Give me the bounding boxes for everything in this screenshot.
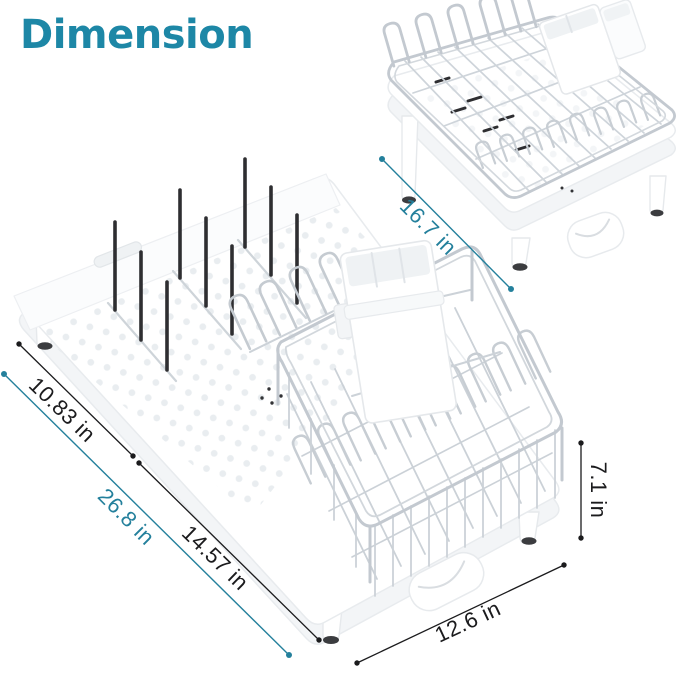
dim-line-small-rack-length [379, 156, 514, 292]
dim-endpoint-dot [561, 562, 567, 568]
small-drain-spout [566, 211, 625, 259]
small-utensil-cup [538, 0, 646, 95]
dim-endpoint-dot [16, 341, 22, 347]
dim-endpoint-dot [379, 156, 385, 162]
dim-line-height [578, 440, 584, 541]
main-drain-spout [408, 551, 485, 612]
main-basket-wall-wires [288, 372, 556, 597]
main-tray-dimples [40, 208, 424, 516]
main-tray-lip [13, 173, 341, 331]
dimension-lines [1, 156, 584, 666]
dim-line-total-length [1, 371, 292, 658]
dim-endpoint-dot [508, 286, 514, 292]
dim-line-basket-length [136, 460, 322, 643]
compact-rack-illustration [382, 0, 676, 271]
small-rack-legs [401, 115, 667, 271]
page-title: Dimension [20, 12, 254, 58]
main-cup-pegs [113, 157, 299, 372]
main-basket-rim [276, 245, 564, 584]
dim-line-depth [354, 562, 567, 666]
dim-endpoint-dot [136, 460, 142, 466]
dim-endpoint-dot [130, 453, 136, 459]
dim-endpoint-dot [286, 652, 292, 658]
small-drain-holes [560, 186, 574, 193]
dim-endpoint-dot [578, 440, 584, 446]
main-peg-rails [106, 238, 308, 383]
dim-line-tray-width [16, 341, 136, 459]
dim-endpoint-dot [578, 535, 584, 541]
small-grid-wires [404, 23, 662, 192]
small-rim-hooks [382, 0, 538, 68]
main-drain-holes [260, 387, 283, 405]
dim-endpoint-dot [1, 371, 7, 377]
dimension-label-height: 7.1 in [586, 461, 611, 519]
dim-endpoint-dot [354, 660, 360, 666]
dim-endpoint-dot [316, 637, 322, 643]
main-utensil-caddy [333, 239, 457, 424]
small-plate-loops [475, 92, 662, 169]
expanded-rack-illustration [13, 157, 564, 645]
